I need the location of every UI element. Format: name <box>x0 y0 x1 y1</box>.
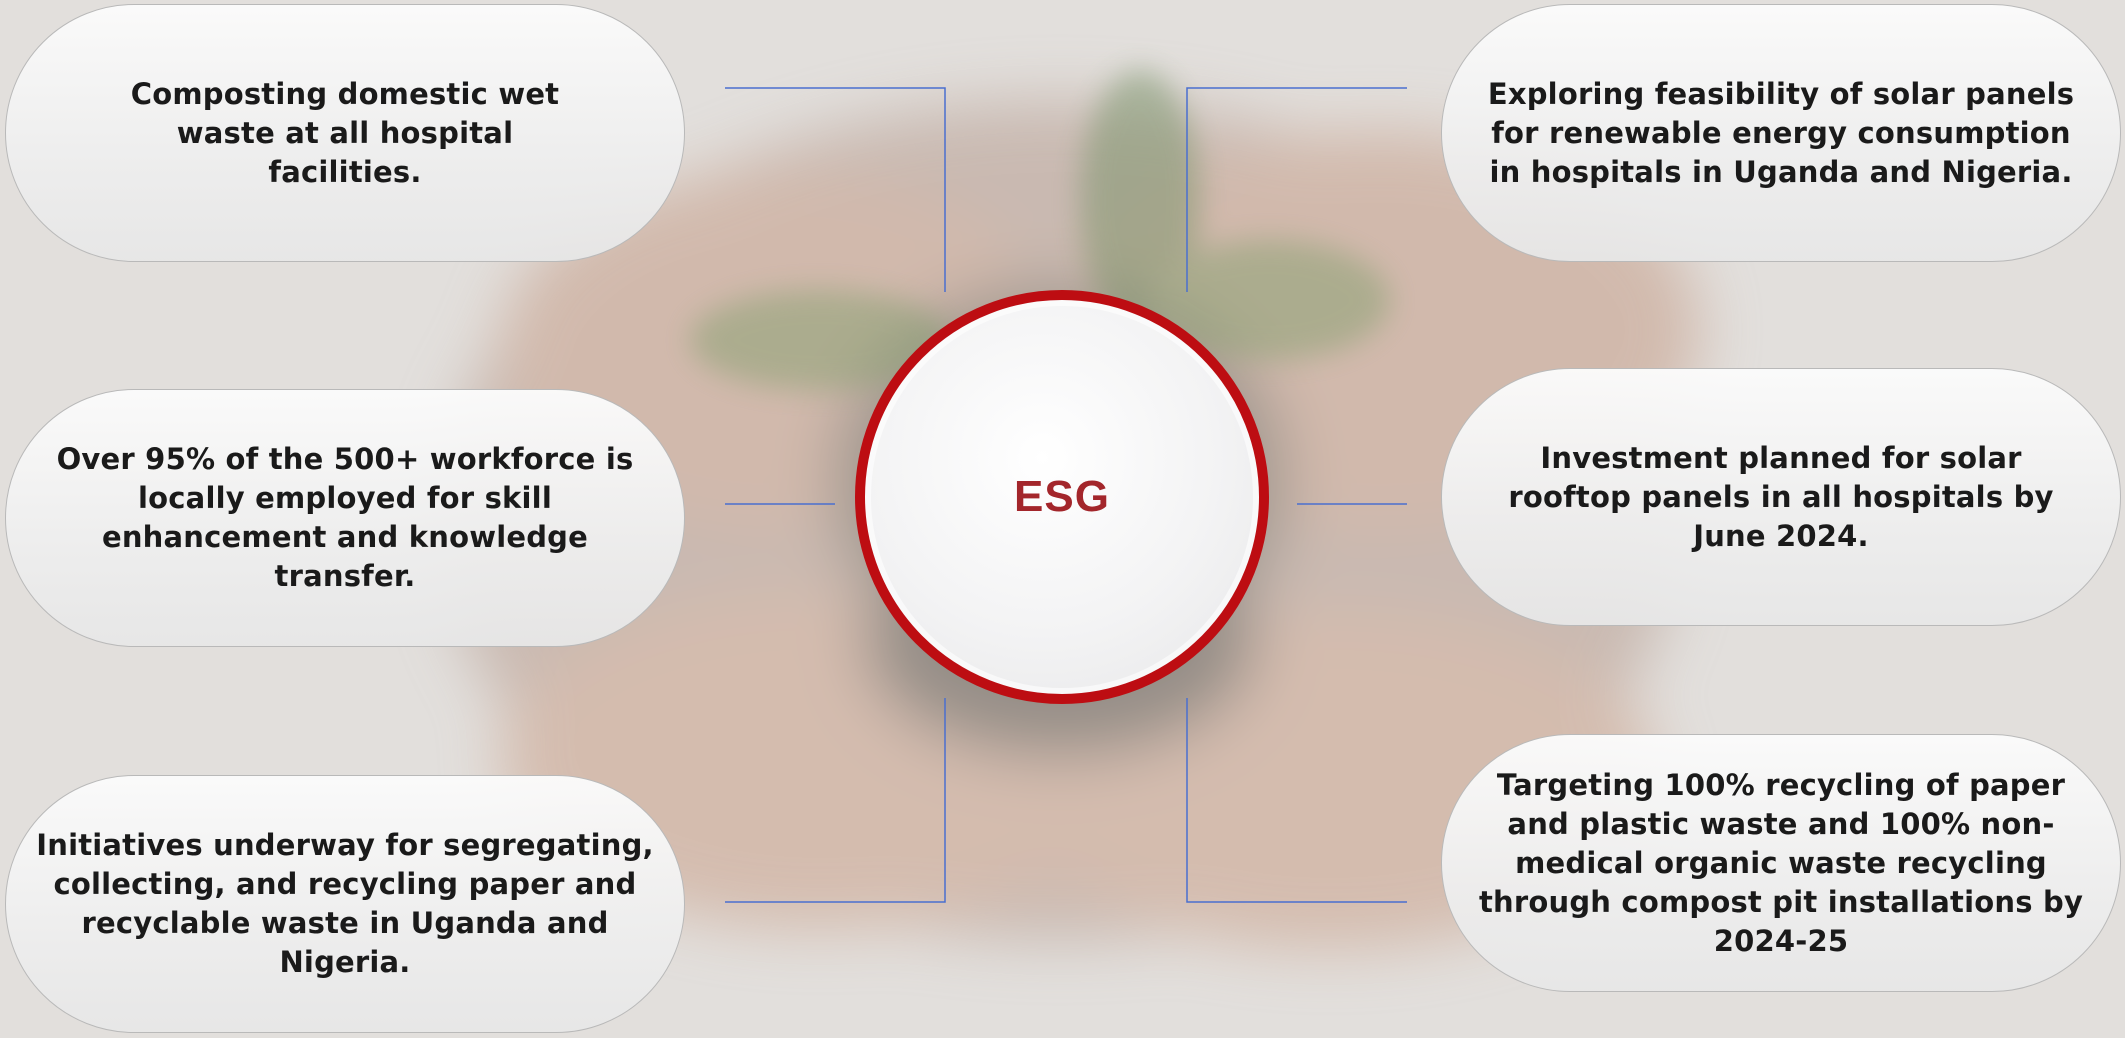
esg-item-top-right: Exploring feasibility of solar panels fo… <box>1441 4 2121 262</box>
esg-item-text: Targeting 100% recycling of paper and pl… <box>1478 767 2084 958</box>
esg-hub-circle: ESG <box>855 290 1269 704</box>
esg-item-bottom-left: Initiatives underway for segregating, co… <box>5 775 685 1033</box>
esg-item-middle-right: Investment planned for solar rooftop pan… <box>1441 368 2121 626</box>
connector-top-right <box>1186 87 1407 292</box>
esg-item-text: Over 95% of the 500+ workforce is locall… <box>56 442 634 593</box>
esg-item-top-left: Composting domestic wet waste at all hos… <box>5 4 685 262</box>
connector-bottom-right <box>1186 698 1407 903</box>
hub-label: ESG <box>1014 472 1110 521</box>
esg-item-text: Exploring feasibility of solar panels fo… <box>1487 76 2075 189</box>
esg-item-text: Investment planned for solar rooftop pan… <box>1508 440 2054 553</box>
esg-item-text: Initiatives underway for segregating, co… <box>36 828 654 979</box>
esg-item-text: Composting domestic wet waste at all hos… <box>130 76 560 189</box>
connector-top-left <box>725 87 946 292</box>
esg-item-middle-left: Over 95% of the 500+ workforce is locall… <box>5 389 685 647</box>
connector-bottom-left <box>725 698 946 903</box>
esg-item-bottom-right: Targeting 100% recycling of paper and pl… <box>1441 734 2121 992</box>
